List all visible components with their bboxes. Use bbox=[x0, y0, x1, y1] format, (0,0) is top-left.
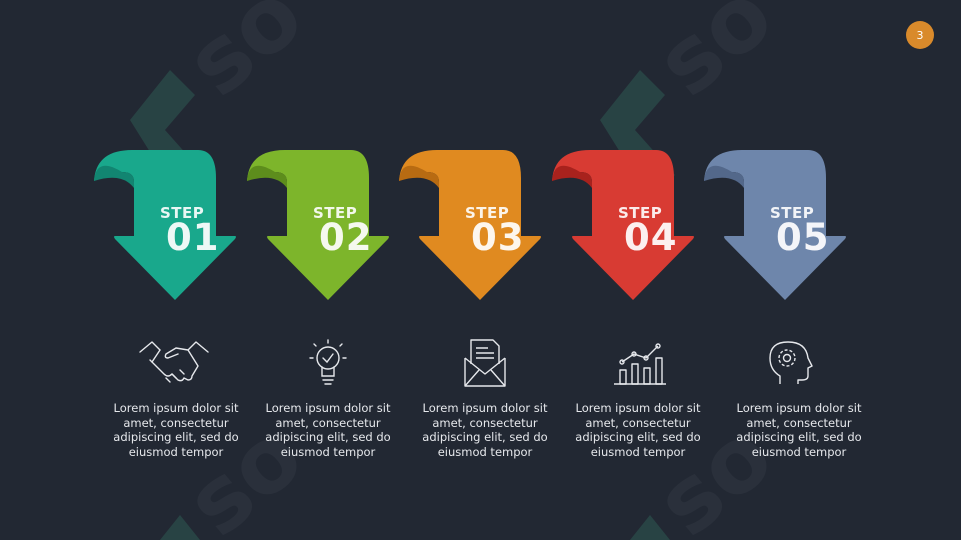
step-03-description: Lorem ipsum dolor sit amet, consectetur … bbox=[422, 401, 548, 459]
step-04-number: 04 bbox=[624, 216, 678, 259]
step-04-label: STEP bbox=[618, 204, 663, 222]
page-number-badge: 3 bbox=[906, 21, 934, 49]
svg-text:so: so bbox=[167, 0, 323, 117]
step-05-description: Lorem ipsum dolor sit amet, consectetur … bbox=[736, 401, 862, 459]
arrow-down-icon bbox=[704, 150, 846, 300]
handshake-icon bbox=[139, 341, 209, 383]
step-02-arrow: STEP 02 bbox=[245, 148, 405, 308]
bar-chart-icon bbox=[614, 343, 666, 385]
step-02-number: 02 bbox=[319, 216, 373, 259]
step-01-label: STEP bbox=[160, 204, 205, 222]
head-gear-icon bbox=[769, 341, 813, 384]
step-01-arrow: STEP 01 bbox=[92, 148, 252, 308]
lightbulb-icon bbox=[309, 339, 347, 385]
svg-text:so: so bbox=[637, 0, 793, 117]
arrow-down-icon bbox=[94, 150, 236, 300]
step-02-description: Lorem ipsum dolor sit amet, consectetur … bbox=[265, 401, 391, 459]
step-05-number: 05 bbox=[776, 216, 830, 259]
step-04-arrow: STEP 04 bbox=[550, 148, 710, 308]
step-04-description: Lorem ipsum dolor sit amet, consectetur … bbox=[575, 401, 701, 459]
mail-document-icon bbox=[464, 339, 506, 387]
step-05-label: STEP bbox=[770, 204, 815, 222]
step-03-arrow: STEP 03 bbox=[397, 148, 557, 308]
step-05-arrow: STEP 05 bbox=[702, 148, 862, 308]
arrow-down-icon bbox=[247, 150, 389, 300]
step-01-description: Lorem ipsum dolor sit amet, consectetur … bbox=[113, 401, 239, 459]
step-03-number: 03 bbox=[471, 216, 525, 259]
step-01-number: 01 bbox=[166, 216, 220, 259]
step-03-label: STEP bbox=[465, 204, 510, 222]
arrow-down-icon bbox=[552, 150, 694, 300]
arrow-down-icon bbox=[399, 150, 541, 300]
step-02-label: STEP bbox=[313, 204, 358, 222]
